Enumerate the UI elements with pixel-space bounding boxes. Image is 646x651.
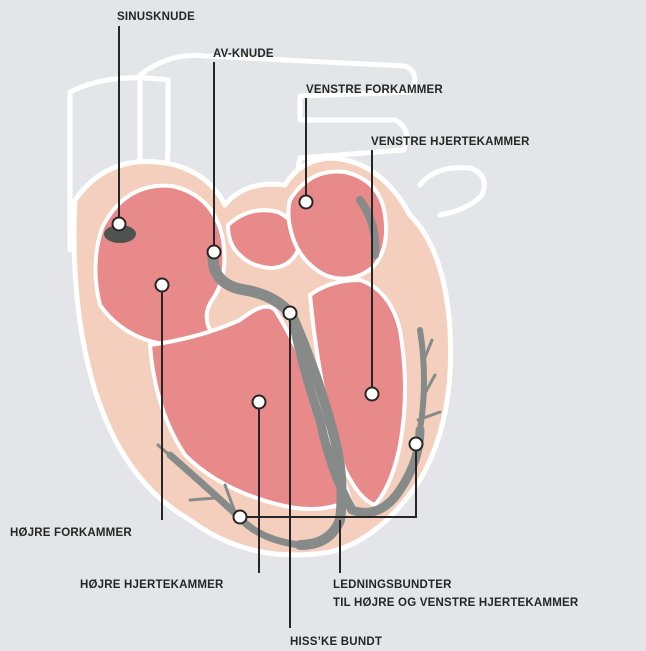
marker-hiss-bundt [284,307,297,320]
marker-hojre-hjertekammer [253,396,266,409]
label-ledningsbundter-line2: TIL HØJRE OG VENSTRE HJERTEKAMMER [333,597,579,609]
label-hiss-bundt: HISS’KE BUNDT [290,636,382,648]
marker-venstre-hjertekammer [366,388,379,401]
label-hojre-hjertekammer: HØJRE HJERTEKAMMER [80,579,224,591]
label-hojre-forkammer: HØJRE FORKAMMER [10,527,132,539]
pulmonary-vessel [420,168,484,215]
marker-hojre-forkammer [156,279,169,292]
label-venstre-hjertekammer: VENSTRE HJERTEKAMMER [371,136,530,148]
marker-ledningsbundter-right [410,438,423,451]
purkinje-branch-1 [190,498,215,500]
marker-ledningsbundter-left [234,511,247,524]
label-av-knude: AV-KNUDE [213,48,274,60]
label-sinusknude: SINUSKNUDE [117,11,195,23]
marker-sinusknude [113,218,126,231]
marker-av-knude [208,246,221,259]
label-venstre-forkammer: VENSTRE FORKAMMER [306,84,443,96]
right-atrium [95,186,224,347]
label-ledningsbundter-line1: LEDNINGSBUNDTER [333,579,452,591]
marker-venstre-forkammer [300,196,313,209]
